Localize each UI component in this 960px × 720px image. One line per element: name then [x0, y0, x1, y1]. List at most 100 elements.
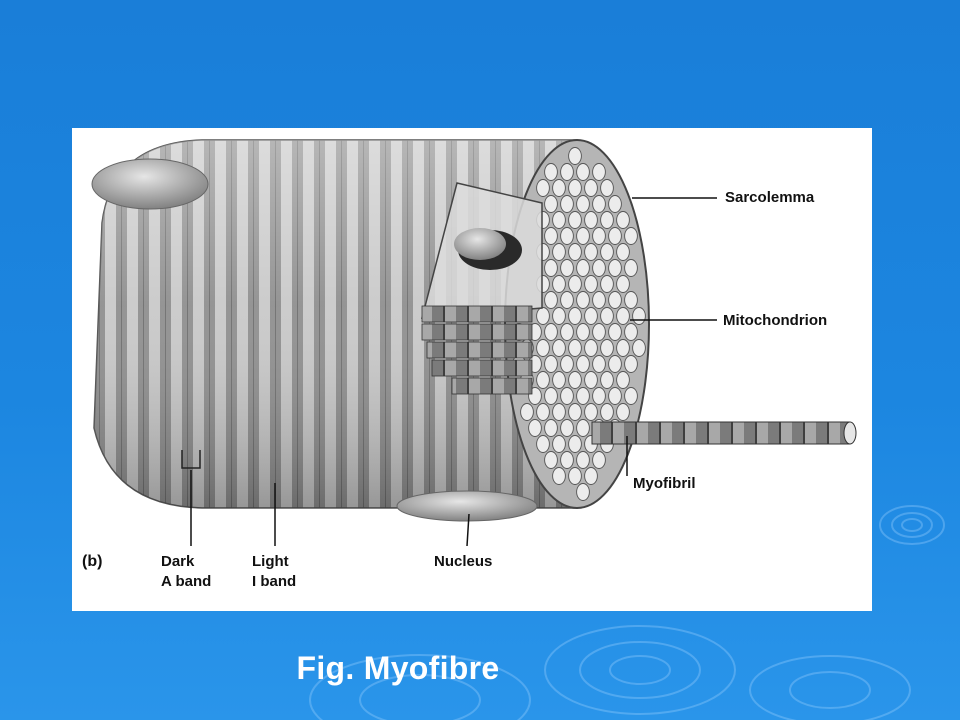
myofibril-end	[608, 355, 622, 373]
myofibril-end	[536, 371, 550, 389]
myofibril-end	[624, 259, 638, 277]
myofibril-end	[568, 275, 582, 293]
myofibril-end	[560, 451, 574, 469]
myofibril-end	[536, 339, 550, 357]
myofibril-end	[600, 243, 614, 261]
myofibril-end	[592, 291, 606, 309]
myofibril-end	[616, 307, 630, 325]
myofibril-end	[600, 275, 614, 293]
myofibril-end	[568, 371, 582, 389]
leader-lines	[190, 197, 717, 547]
myofibril-end	[616, 211, 630, 229]
myofibril-end	[616, 243, 630, 261]
myofibril-end	[624, 387, 638, 405]
myofibril-end	[584, 243, 598, 261]
myofibril-end	[624, 291, 638, 309]
myofibril-end	[576, 323, 590, 341]
bottom-nucleus	[396, 490, 538, 522]
myofibril-end	[552, 339, 566, 357]
myofibril-end	[592, 387, 606, 405]
myofibril-end	[544, 323, 558, 341]
myofibril-label: Myofibril	[633, 475, 696, 492]
myofibril-end	[624, 227, 638, 245]
myofibril-end	[552, 275, 566, 293]
protruding-myofibril	[591, 421, 851, 445]
myofibril-end	[616, 403, 630, 421]
myofibril-end	[584, 339, 598, 357]
myofibril-end	[616, 339, 630, 357]
myofibril-end	[584, 211, 598, 229]
myofibril-end	[568, 147, 582, 165]
dark-band-label: Dark A band	[161, 552, 211, 592]
myofibril-end	[616, 275, 630, 293]
myofibril-end	[544, 355, 558, 373]
myofibril-end	[552, 435, 566, 453]
myofibril-end	[624, 323, 638, 341]
myofibril-end	[600, 339, 614, 357]
myofibril-end	[552, 179, 566, 197]
myofibril-end	[552, 467, 566, 485]
myofibril-end	[544, 227, 558, 245]
myofibril-end	[560, 227, 574, 245]
myofibril-end	[544, 291, 558, 309]
myofibril-end	[560, 259, 574, 277]
myofibril-end	[608, 387, 622, 405]
myofibril-end	[600, 371, 614, 389]
surface-nucleus	[91, 158, 209, 210]
myofibril-end	[576, 483, 590, 501]
myofibril-end	[552, 403, 566, 421]
myofibril-end	[608, 227, 622, 245]
figure-caption: Fig. Myofibre	[296, 650, 500, 686]
myofibril-end	[624, 355, 638, 373]
mitochondrion-label: Mitochondrion	[723, 312, 828, 329]
myofibril-end	[608, 259, 622, 277]
myofibril-end	[576, 163, 590, 181]
sarcolemma-label: Sarcolemma	[725, 189, 815, 206]
myofibril-end	[568, 339, 582, 357]
myofibril-end	[568, 179, 582, 197]
myofibril-end	[608, 291, 622, 309]
myofibril-end	[544, 259, 558, 277]
light-band-line1: Light	[252, 553, 289, 570]
myofibril-end	[608, 195, 622, 213]
myofibril-end	[576, 355, 590, 373]
myofibre-diagram	[91, 139, 857, 547]
myofibril-end	[568, 403, 582, 421]
myofibril-end	[600, 403, 614, 421]
myofibril-end	[536, 403, 550, 421]
myofibril-end	[552, 371, 566, 389]
myofibril-end	[576, 227, 590, 245]
myofibril-end	[608, 323, 622, 341]
myofibril-end	[600, 211, 614, 229]
myofibril-end	[560, 419, 574, 437]
myofibril-end	[552, 307, 566, 325]
myofibril-end	[568, 211, 582, 229]
myofibril-end	[544, 419, 558, 437]
myofibril-end	[560, 323, 574, 341]
myofibril-end	[592, 227, 606, 245]
myofibril-end	[536, 435, 550, 453]
panel-tag: (b)	[82, 553, 103, 570]
myofibril-end	[544, 163, 558, 181]
myofibril-end	[600, 179, 614, 197]
myofibril-end	[560, 163, 574, 181]
myofibril-end	[536, 179, 550, 197]
myofibril-end	[552, 243, 566, 261]
myofibril-end	[584, 467, 598, 485]
exposed-myofibrils	[421, 305, 533, 395]
myofibril-end	[592, 451, 606, 469]
myofibril-end	[544, 451, 558, 469]
myofibril-end	[528, 419, 542, 437]
myofibril-end	[568, 243, 582, 261]
myofibril-end	[592, 259, 606, 277]
myofibril-end	[584, 371, 598, 389]
nucleus-label: Nucleus	[434, 553, 493, 570]
myofibril-end	[520, 403, 534, 421]
myofibril-end	[576, 451, 590, 469]
myofibril-end	[576, 195, 590, 213]
myofibril-end	[592, 323, 606, 341]
myofibril-end	[584, 307, 598, 325]
myofibril-end	[584, 275, 598, 293]
myofibril-end	[560, 195, 574, 213]
